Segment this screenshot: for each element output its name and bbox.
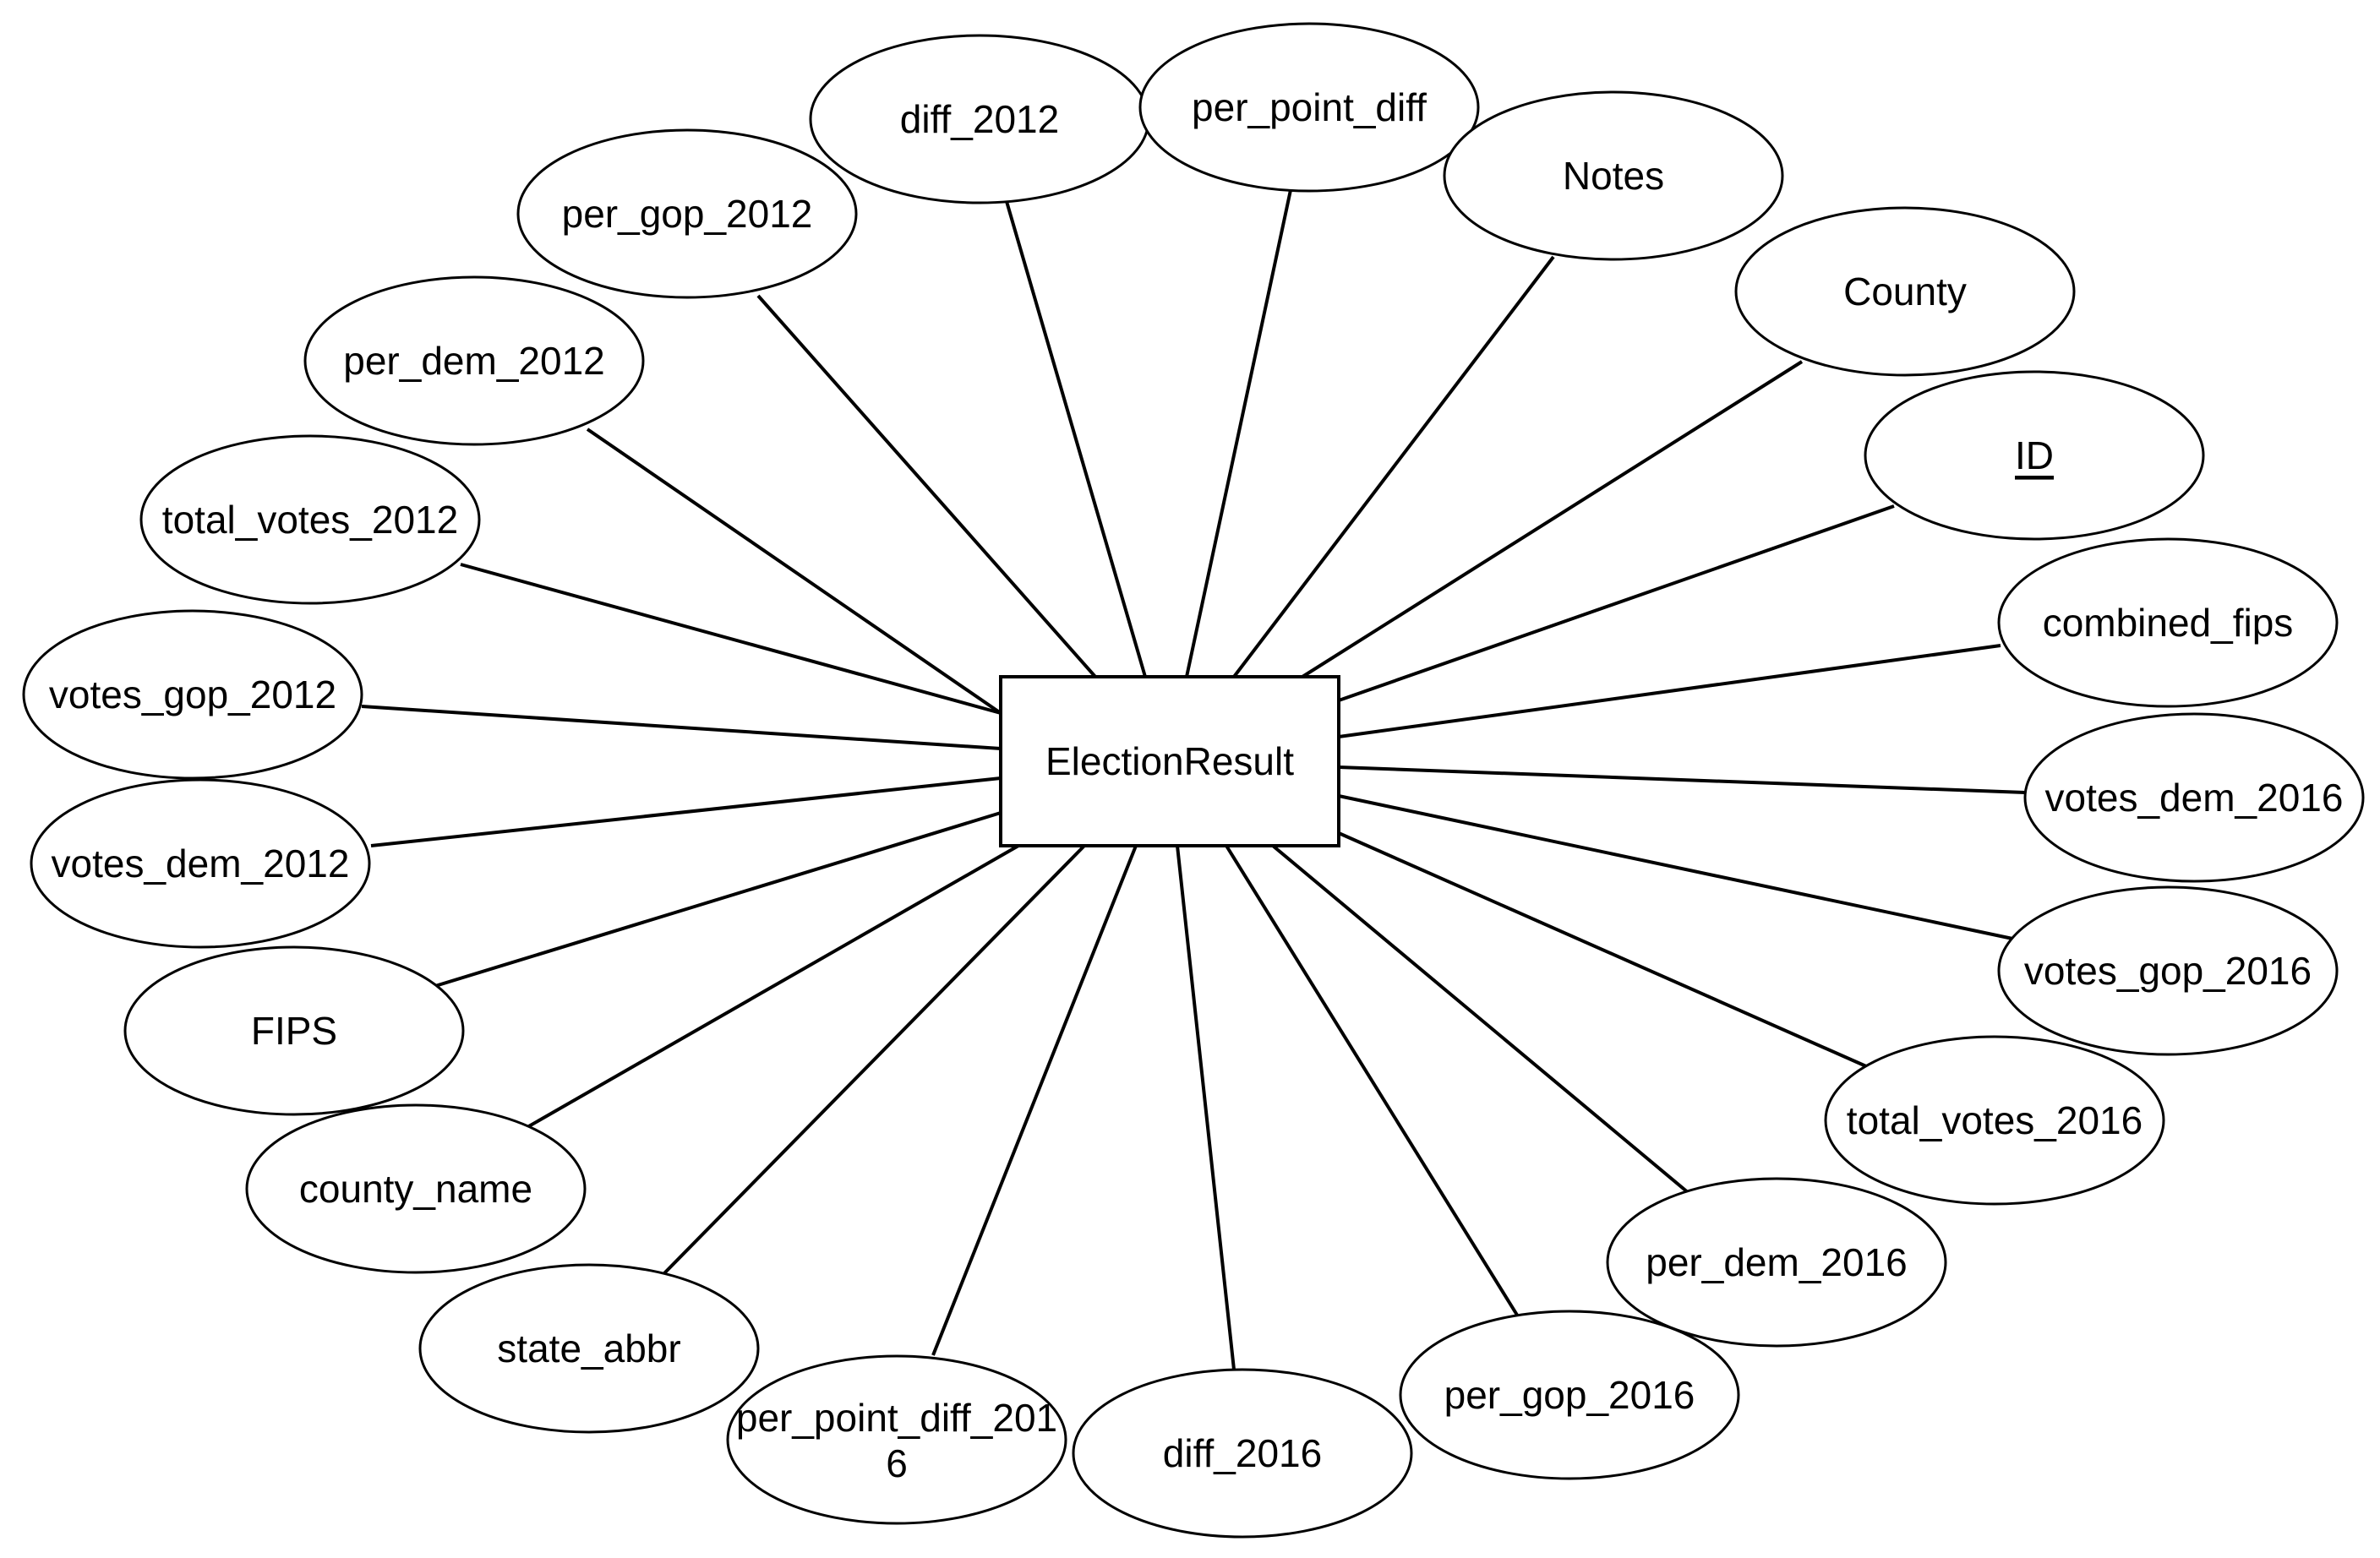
edge-diff-2012 (1004, 198, 1147, 678)
edge-total-votes-2012 (460, 563, 1002, 715)
edge-county-name (527, 844, 1019, 1129)
attribute-label: per_dem_2016 (1646, 1240, 1907, 1284)
attribute-id[interactable]: ID (1864, 370, 2205, 541)
attribute-label: votes_gop_2012 (49, 673, 336, 716)
attribute-label: FIPS (251, 1009, 337, 1053)
attribute-ellipse[interactable] (22, 609, 363, 780)
attribute-votes-gop-2016[interactable]: votes_gop_2016 (1997, 885, 2339, 1056)
attribute-votes-dem-2012[interactable]: votes_dem_2012 (30, 778, 371, 949)
attribute-total-votes-2016[interactable]: total_votes_2016 (1824, 1035, 2165, 1206)
edge-per-point-diff (1185, 189, 1292, 678)
attribute-label: per_point_diff (1192, 85, 1427, 129)
attribute-label: total_votes_2012 (162, 498, 458, 542)
attribute-label: per_gop_2012 (562, 192, 813, 236)
attribute-label: diff_2012 (900, 97, 1059, 141)
attribute-diff-2016[interactable]: diff_2016 (1072, 1368, 1413, 1539)
attribute-label: total_votes_2016 (1847, 1098, 2143, 1142)
edge-votes-gop-2016 (1338, 794, 2017, 941)
attribute-ellipse[interactable] (726, 1354, 1067, 1525)
edge-per-dem-2016 (1271, 844, 1690, 1195)
attribute-ellipse[interactable] (1824, 1035, 2165, 1206)
attribute-label: combined_fips (2043, 601, 2294, 645)
edge-votes-dem-2016 (1338, 765, 2026, 794)
attribute-label: votes_gop_2016 (2024, 949, 2312, 993)
attribute-per-dem-2012[interactable]: per_dem_2012 (303, 275, 645, 446)
attribute-label: per_gop_2016 (1444, 1373, 1695, 1417)
attribute-label: County (1843, 270, 1967, 313)
edge-combined-fips (1338, 644, 2001, 738)
attribute-ellipse[interactable] (1734, 206, 2076, 377)
attribute-label: votes_dem_2016 (2045, 776, 2344, 820)
attribute-per-gop-2016[interactable]: per_gop_2016 (1399, 1310, 1740, 1480)
attribute-notes[interactable]: Notes (1443, 90, 1784, 261)
edge-notes (1232, 255, 1555, 678)
edge-per-point-diff-2016 (931, 845, 1138, 1356)
edge-per-gop-2016 (1225, 844, 1520, 1318)
edge-per-dem-2012 (586, 428, 1002, 715)
attribute-label: votes_dem_2012 (52, 842, 350, 885)
attribute-ellipse[interactable] (2023, 712, 2365, 883)
attribute-ellipse[interactable] (418, 1263, 760, 1434)
attribute-ellipse[interactable] (1138, 22, 1480, 193)
attribute-ellipse[interactable] (516, 128, 858, 299)
edge-votes-gop-2012 (361, 705, 1002, 750)
attribute-ellipse[interactable] (30, 778, 371, 949)
attribute-per-gop-2012[interactable]: per_gop_2012 (516, 128, 858, 299)
attribute-county-name[interactable]: county_name (245, 1103, 587, 1274)
edge-per-gop-2012 (756, 294, 1097, 678)
attribute-county[interactable]: County (1734, 206, 2076, 377)
edge-id (1338, 504, 1895, 702)
attribute-ellipse[interactable] (1864, 370, 2205, 541)
attribute-combined-fips[interactable]: combined_fips (1997, 537, 2339, 708)
attribute-ellipse[interactable] (303, 275, 645, 446)
attribute-diff-2012[interactable]: diff_2012 (809, 34, 1150, 204)
attribute-ellipse[interactable] (1997, 537, 2339, 708)
attribute-per-point-diff[interactable]: per_point_diff (1138, 22, 1480, 193)
attribute-per-dem-2016[interactable]: per_dem_2016 (1606, 1177, 1947, 1348)
attribute-ellipse[interactable] (1997, 885, 2339, 1056)
entity-election-result[interactable]: ElectionResult (999, 675, 1340, 847)
attribute-label: state_abbr (497, 1326, 680, 1370)
attribute-ellipse[interactable] (139, 434, 481, 605)
entity-box[interactable] (999, 675, 1340, 847)
attribute-label: per_dem_2012 (343, 339, 604, 383)
attribute-ellipse[interactable] (245, 1103, 587, 1274)
edge-state-abbr (662, 844, 1086, 1276)
edge-diff-2016 (1176, 845, 1236, 1370)
edge-county (1301, 360, 1804, 678)
attribute-votes-gop-2012[interactable]: votes_gop_2012 (22, 609, 363, 780)
edge-fips (434, 811, 1002, 988)
attribute-ellipse[interactable] (1399, 1310, 1740, 1480)
edge-votes-dem-2012 (370, 776, 1002, 847)
attribute-total-votes-2012[interactable]: total_votes_2012 (139, 434, 481, 605)
attribute-ellipse[interactable] (123, 945, 465, 1116)
attribute-label: diff_2016 (1163, 1431, 1322, 1475)
attribute-fips[interactable]: FIPS (123, 945, 465, 1116)
attribute-label: ID (2015, 433, 2054, 477)
attribute-label: county_name (299, 1167, 532, 1211)
attribute-state-abbr[interactable]: state_abbr (418, 1263, 760, 1434)
attribute-votes-dem-2016[interactable]: votes_dem_2016 (2023, 712, 2365, 883)
edge-total-votes-2016 (1338, 831, 1867, 1068)
relationship-lines (361, 189, 2026, 1370)
attribute-ellipse[interactable] (1443, 90, 1784, 261)
entity-label: ElectionResult (1045, 739, 1294, 783)
attribute-label: Notes (1563, 154, 1664, 198)
attribute-ellipse[interactable] (1072, 1368, 1413, 1539)
attribute-ellipse[interactable] (1606, 1177, 1947, 1348)
